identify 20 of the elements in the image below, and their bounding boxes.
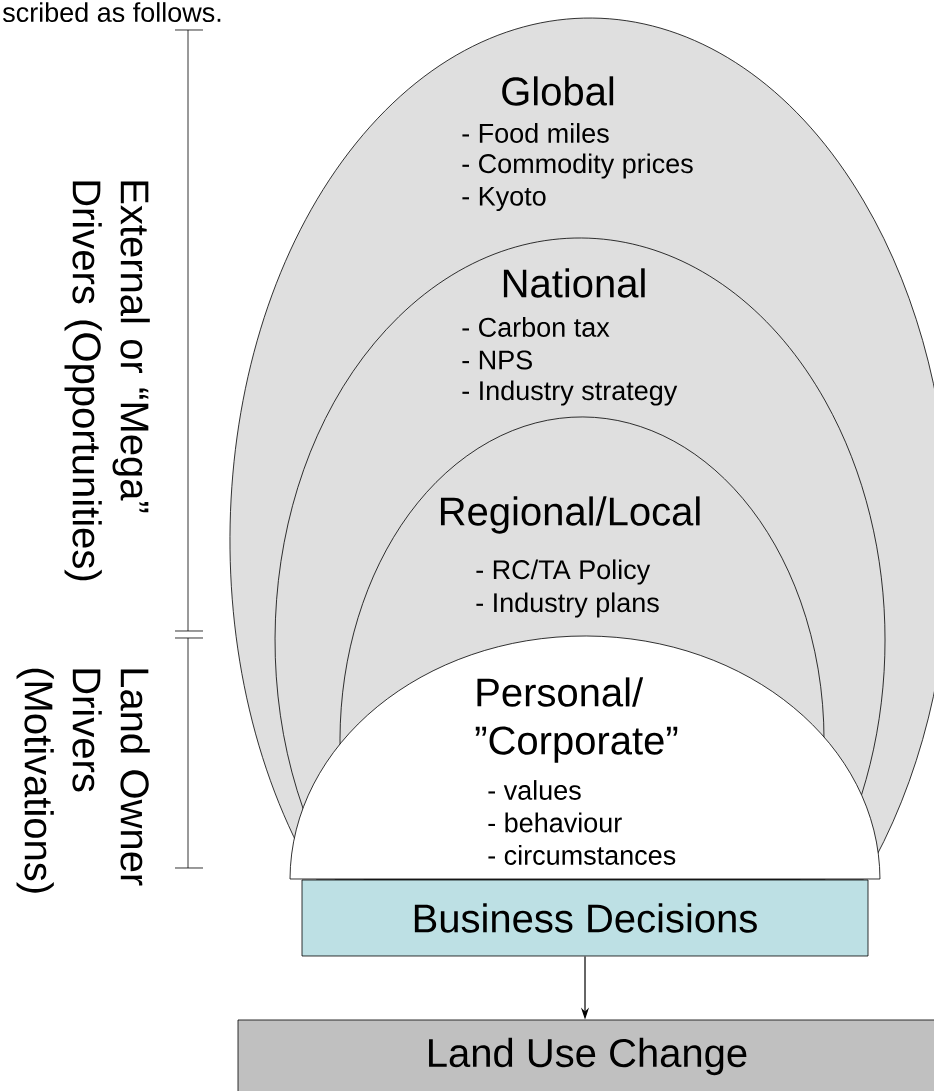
heading: Regional/Local <box>440 496 700 534</box>
side-label: External or “Mega” Drivers (Opportunities) <box>64 181 150 581</box>
list-item: - Commodity prices <box>462 153 693 179</box>
list-item: - values <box>488 780 581 800</box>
list-item: - Food miles <box>462 123 609 143</box>
list-item: - circumstances <box>488 845 676 865</box>
fragment-text: scribed as follows. <box>2 2 221 22</box>
heading: National <box>503 268 645 298</box>
list-item: - NPS <box>462 350 532 370</box>
process-box: Business Decisions <box>301 879 869 957</box>
heading: Personal/ ”Corporate” <box>475 677 678 763</box>
side-label: Land Owner Drivers (Motivations) <box>16 668 150 893</box>
list-item: - Kyoto <box>462 186 546 212</box>
list-item: - Industry strategy <box>462 380 678 406</box>
heading: Global <box>502 76 614 106</box>
list-item: - RC/TA Policy <box>476 559 651 585</box>
list-item: - behaviour <box>488 812 622 833</box>
list-item: - Industry plans <box>476 592 659 618</box>
list-item: - Carbon tax <box>462 317 610 337</box>
process-box: Land Use Change <box>237 1019 934 1091</box>
